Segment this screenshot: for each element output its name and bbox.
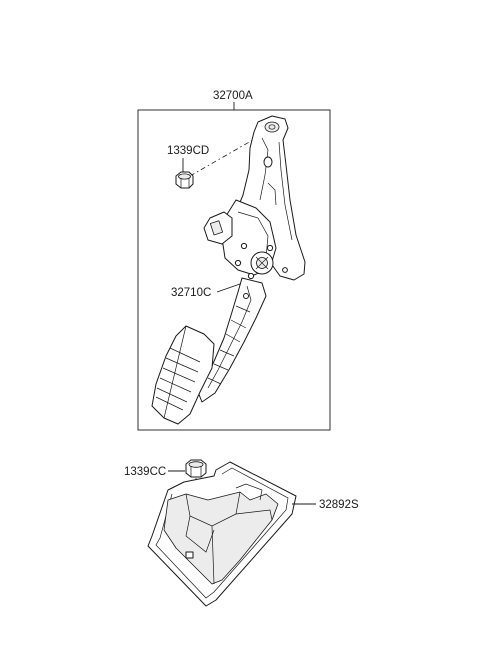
pedal-arm-callout: 32710C [171, 283, 241, 299]
label-1339cc: 1339CC [124, 466, 166, 478]
assembly-frame [137, 109, 331, 431]
accelerator-pedal [151, 115, 306, 425]
hex-nut-icon [175, 171, 194, 189]
pad-callout: 32892S [292, 499, 359, 511]
assembly-callout: 32700A [137, 90, 331, 431]
label-32892s: 32892S [319, 499, 359, 511]
label-32710c: 32710C [171, 287, 211, 299]
nut-1339cd: 1339CD [167, 132, 266, 189]
floor-pad [147, 461, 297, 607]
label-1339cd: 1339CD [167, 145, 209, 157]
hex-nut-icon [185, 459, 207, 478]
label-32700a: 32700A [213, 90, 253, 102]
